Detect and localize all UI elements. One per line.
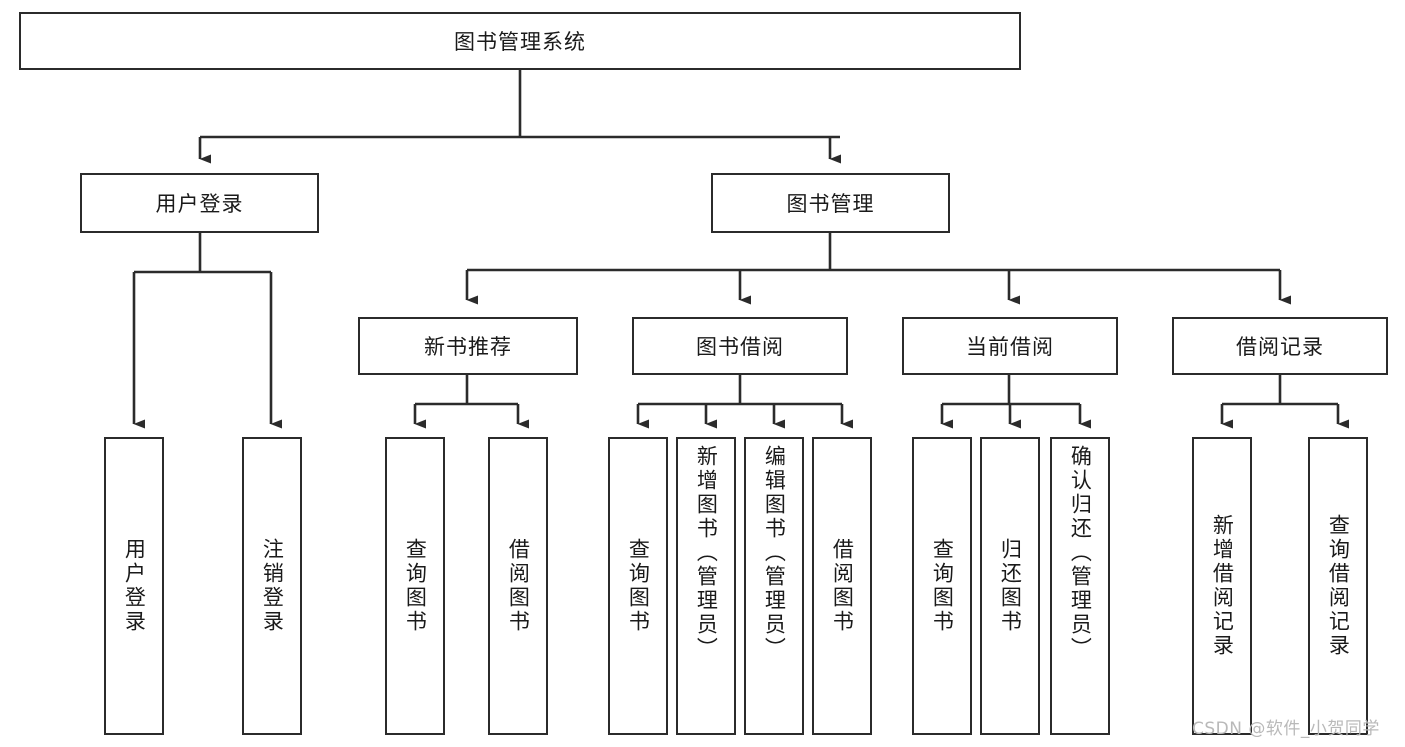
node-book-borrow[interactable]: 图书借阅 — [632, 317, 848, 375]
node-new-book-recommend-label: 新书推荐 — [424, 335, 512, 359]
node-leaf-add-book-admin[interactable]: 新增图书（管理员） — [676, 437, 736, 735]
node-leaf-user-login[interactable]: 用户登录 — [104, 437, 164, 735]
node-leaf-edit-book-admin[interactable]: 编辑图书（管理员） — [744, 437, 804, 735]
node-leaf-borrow-book-borrow-label: 借阅图书 — [830, 538, 855, 634]
node-borrow-record-label: 借阅记录 — [1236, 335, 1324, 359]
node-leaf-query-book-borrow[interactable]: 查询图书 — [608, 437, 668, 735]
node-root-label: 图书管理系统 — [454, 30, 586, 54]
node-leaf-query-borrow-record[interactable]: 查询借阅记录 — [1308, 437, 1368, 735]
node-leaf-edit-book-admin-label: 编辑图书（管理员） — [762, 445, 787, 661]
node-leaf-borrow-book-recommend[interactable]: 借阅图书 — [488, 437, 548, 735]
node-book-management-label: 图书管理 — [786, 192, 875, 216]
node-leaf-borrow-book-borrow[interactable]: 借阅图书 — [812, 437, 872, 735]
node-leaf-user-login-label: 用户登录 — [122, 538, 147, 634]
node-leaf-return-book[interactable]: 归还图书 — [980, 437, 1040, 735]
csdn-watermark: CSDN @软件_小贺同学 — [1192, 719, 1380, 739]
node-leaf-query-book-borrow-label: 查询图书 — [626, 538, 651, 634]
node-leaf-query-book-recommend[interactable]: 查询图书 — [385, 437, 445, 735]
node-leaf-borrow-book-recommend-label: 借阅图书 — [506, 538, 531, 634]
node-leaf-return-book-label: 归还图书 — [998, 538, 1023, 634]
node-current-borrow-label: 当前借阅 — [966, 335, 1054, 359]
node-leaf-logout-label: 注销登录 — [260, 538, 285, 634]
node-leaf-query-book-current-label: 查询图书 — [930, 538, 955, 634]
node-leaf-query-book-recommend-label: 查询图书 — [403, 538, 428, 634]
node-leaf-query-borrow-record-label: 查询借阅记录 — [1326, 514, 1351, 658]
node-new-book-recommend[interactable]: 新书推荐 — [358, 317, 578, 375]
node-borrow-record[interactable]: 借阅记录 — [1172, 317, 1388, 375]
node-book-management[interactable]: 图书管理 — [711, 173, 950, 233]
node-leaf-confirm-return-admin[interactable]: 确认归还（管理员） — [1050, 437, 1110, 735]
node-current-borrow[interactable]: 当前借阅 — [902, 317, 1118, 375]
node-leaf-logout[interactable]: 注销登录 — [242, 437, 302, 735]
node-leaf-confirm-return-admin-label: 确认归还（管理员） — [1068, 445, 1093, 661]
node-leaf-add-book-admin-label: 新增图书（管理员） — [694, 445, 719, 661]
node-leaf-add-borrow-record[interactable]: 新增借阅记录 — [1192, 437, 1252, 735]
node-leaf-add-borrow-record-label: 新增借阅记录 — [1210, 514, 1235, 658]
node-user-login[interactable]: 用户登录 — [80, 173, 319, 233]
node-leaf-query-book-current[interactable]: 查询图书 — [912, 437, 972, 735]
node-book-borrow-label: 图书借阅 — [696, 335, 784, 359]
node-user-login-label: 用户登录 — [155, 192, 244, 216]
node-root-book-management-system[interactable]: 图书管理系统 — [19, 12, 1021, 70]
